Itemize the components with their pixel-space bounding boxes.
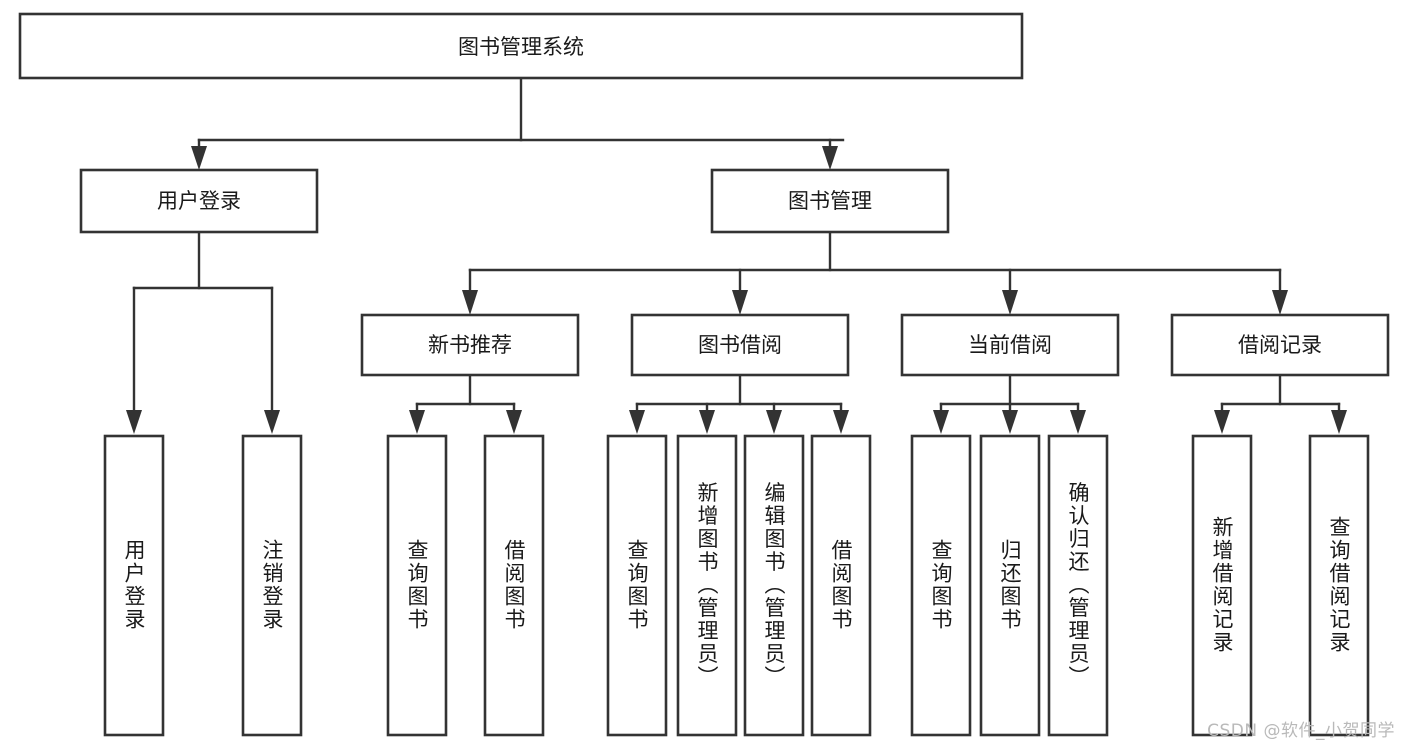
arrowhead-borrow-record xyxy=(1272,290,1288,315)
arrowhead-leaf-return-book xyxy=(1002,410,1018,434)
node-root[interactable]: 图书管理系统 xyxy=(18,12,1024,80)
node-current-borrow-label: 当前借阅 xyxy=(968,333,1052,357)
node-borrow-record-box[interactable] xyxy=(1170,313,1390,377)
arrowhead-leaf-edit-book xyxy=(766,410,782,434)
node-book-borrow[interactable]: 图书借阅 xyxy=(630,313,850,377)
arrowhead-leaf-user-login xyxy=(126,410,142,434)
node-leaf-add-book-box[interactable] xyxy=(676,434,738,737)
node-leaf-query-book-3-box[interactable] xyxy=(910,434,972,737)
node-leaf-add-record[interactable]: 新增借阅记录 xyxy=(1191,434,1253,737)
edge-group-borrowrecord-to-leaves xyxy=(1214,373,1347,434)
node-book-borrow-box[interactable] xyxy=(630,313,850,377)
arrowhead-leaf-user-logout xyxy=(264,410,280,434)
node-leaf-edit-book-box[interactable] xyxy=(743,434,805,737)
node-root-box[interactable] xyxy=(18,12,1024,80)
node-new-book-recommend[interactable]: 新书推荐 xyxy=(360,313,580,377)
arrowhead-leaf-query-book-3 xyxy=(933,410,949,434)
node-leaf-borrow-book-2-box[interactable] xyxy=(810,434,872,737)
node-leaf-query-book-1[interactable]: 查询图书 xyxy=(386,434,448,737)
node-leaf-user-logout-box[interactable] xyxy=(241,434,303,737)
node-book-manage-label: 图书管理 xyxy=(788,189,872,213)
node-leaf-confirm-return-label: 确认归还（管理员） xyxy=(1066,482,1090,689)
arrowhead-leaf-confirm-return xyxy=(1070,410,1086,434)
node-leaf-query-book-1-label: 查询图书 xyxy=(405,539,429,631)
node-leaf-add-record-box[interactable] xyxy=(1191,434,1253,737)
arrowhead-leaf-borrow-book-1 xyxy=(506,410,522,434)
node-leaf-query-book-1-box[interactable] xyxy=(386,434,448,737)
arrowhead-current-borrow xyxy=(1002,290,1018,315)
node-user-login-label: 用户登录 xyxy=(157,189,241,213)
node-user-login-box[interactable] xyxy=(79,168,319,234)
arrowhead-leaf-add-record xyxy=(1214,410,1230,434)
node-borrow-record[interactable]: 借阅记录 xyxy=(1170,313,1390,377)
node-leaf-confirm-return[interactable]: 确认归还（管理员） xyxy=(1047,434,1109,737)
node-leaf-return-book-box[interactable] xyxy=(979,434,1041,737)
node-leaf-borrow-book-1[interactable]: 借阅图书 xyxy=(483,434,545,737)
node-leaf-return-book-label: 归还图书 xyxy=(998,539,1022,631)
node-leaf-query-book-2-label: 查询图书 xyxy=(625,539,649,631)
edge-group-userlogin-to-leaves xyxy=(126,230,280,434)
node-borrow-record-label: 借阅记录 xyxy=(1238,333,1322,357)
edge-group-bookmanage-to-level3 xyxy=(462,230,1288,315)
arrowhead-book-borrow xyxy=(732,290,748,315)
node-leaf-add-record-label: 新增借阅记录 xyxy=(1210,516,1234,654)
node-leaf-confirm-return-box[interactable] xyxy=(1047,434,1109,737)
node-leaf-user-logout[interactable]: 注销登录 xyxy=(241,434,303,737)
node-root-label: 图书管理系统 xyxy=(458,35,584,59)
node-user-login[interactable]: 用户登录 xyxy=(79,168,319,234)
node-leaf-edit-book-label: 编辑图书（管理员） xyxy=(762,482,786,689)
edge-group-bookborrow-to-leaves xyxy=(629,373,849,434)
arrowhead-leaf-query-book-2 xyxy=(629,410,645,434)
arrowhead-user-login xyxy=(191,146,207,170)
node-leaf-query-book-3[interactable]: 查询图书 xyxy=(910,434,972,737)
node-book-borrow-label: 图书借阅 xyxy=(698,333,782,357)
arrowhead-leaf-query-book-1 xyxy=(409,410,425,434)
node-leaf-user-login[interactable]: 用户登录 xyxy=(103,434,165,737)
arrowhead-leaf-borrow-book-2 xyxy=(833,410,849,434)
edge-group-root-to-level2 xyxy=(191,76,845,170)
node-leaf-borrow-book-1-label: 借阅图书 xyxy=(502,539,526,631)
node-current-borrow-box[interactable] xyxy=(900,313,1120,377)
arrowhead-leaf-add-book xyxy=(699,410,715,434)
node-leaf-edit-book[interactable]: 编辑图书（管理员） xyxy=(743,434,805,737)
node-leaf-query-record[interactable]: 查询借阅记录 xyxy=(1308,434,1370,737)
node-leaf-query-book-2[interactable]: 查询图书 xyxy=(606,434,668,737)
node-leaf-borrow-book-2[interactable]: 借阅图书 xyxy=(810,434,872,737)
node-leaf-borrow-book-1-box[interactable] xyxy=(483,434,545,737)
node-book-manage-box[interactable] xyxy=(710,168,950,234)
arrowhead-leaf-query-record xyxy=(1331,410,1347,434)
node-leaf-user-login-box[interactable] xyxy=(103,434,165,737)
node-leaf-user-login-label: 用户登录 xyxy=(122,539,146,631)
node-leaf-query-book-2-box[interactable] xyxy=(606,434,668,737)
node-leaf-add-book-label: 新增图书（管理员） xyxy=(695,482,719,689)
node-current-borrow[interactable]: 当前借阅 xyxy=(900,313,1120,377)
arrowhead-book-manage xyxy=(822,146,838,170)
node-new-book-recommend-label: 新书推荐 xyxy=(428,333,512,357)
node-new-book-recommend-box[interactable] xyxy=(360,313,580,377)
edge-group-newbook-to-leaves xyxy=(409,373,522,434)
edge-group-currentborrow-to-leaves xyxy=(933,373,1086,434)
node-leaf-query-book-3-label: 查询图书 xyxy=(929,539,953,631)
node-leaf-query-record-box[interactable] xyxy=(1308,434,1370,737)
node-leaf-user-logout-label: 注销登录 xyxy=(260,539,284,631)
node-leaf-return-book[interactable]: 归还图书 xyxy=(979,434,1041,737)
node-book-manage[interactable]: 图书管理 xyxy=(710,168,950,234)
arrowhead-new-book-recommend xyxy=(462,290,478,315)
node-leaf-query-record-label: 查询借阅记录 xyxy=(1327,516,1351,654)
node-leaf-add-book[interactable]: 新增图书（管理员） xyxy=(676,434,738,737)
node-leaf-borrow-book-2-label: 借阅图书 xyxy=(829,539,853,631)
